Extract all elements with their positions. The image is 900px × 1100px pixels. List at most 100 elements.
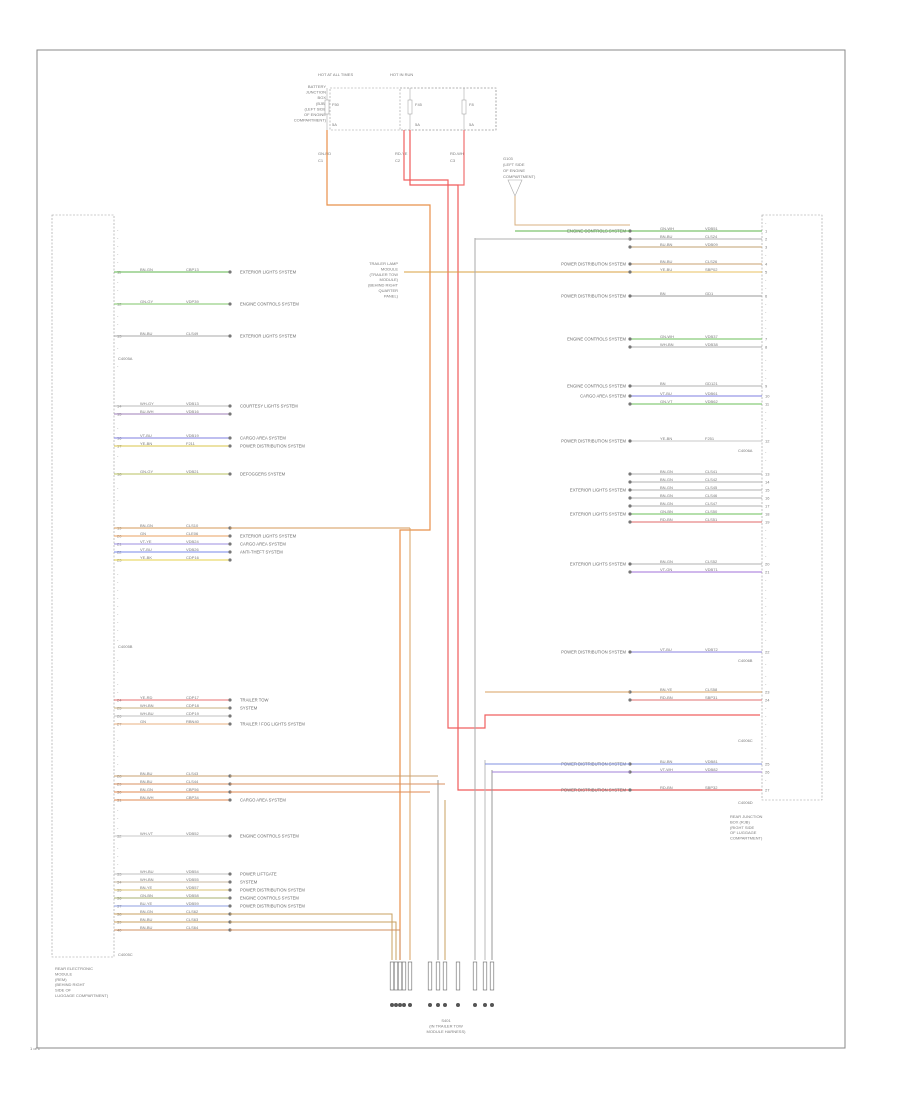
left-circuit-id: VDB19 <box>186 433 199 438</box>
left-module-name: LUGGAGE COMPARTMENT) <box>55 993 109 998</box>
left-connector-id: C4005A <box>118 356 133 361</box>
ground-ref-line2: (LEFT SIDE <box>503 162 525 167</box>
right-empty-pin: - <box>765 638 767 643</box>
right-empty-pin: - <box>765 326 767 331</box>
left-circuit-id: VDB13 <box>186 401 199 406</box>
left-circuit-id: VDB59 <box>186 901 199 906</box>
left-system-label: POWER DISTRIBUTION SYSTEM <box>240 888 305 893</box>
right-wire-color-code: BU-BN <box>660 242 673 247</box>
left-empty-pin: - <box>117 244 119 249</box>
left-wire-color-code: GN <box>140 719 146 724</box>
right-wire-color-code: BN <box>660 381 666 386</box>
connector-terminal-icon <box>628 650 632 654</box>
splice-terminal-icon <box>456 1003 460 1007</box>
left-circuit-id: VDB52 <box>186 831 199 836</box>
connector-terminal-icon <box>228 550 232 554</box>
left-empty-pin: - <box>117 816 119 821</box>
bjb-label: OF ENGINE <box>304 112 326 117</box>
left-system-label: EXTERIOR LIGHTS SYSTEM <box>240 534 297 539</box>
left-system-label: ENGINE CONTROLS SYSTEM <box>240 302 299 307</box>
right-circuit-id: VDB38 <box>705 342 718 347</box>
bottom-splice-text: MODULE HARNESS) <box>427 1029 467 1034</box>
left-empty-pin: - <box>117 364 119 369</box>
left-system-label: SYSTEM <box>240 880 258 885</box>
left-empty-pin: - <box>117 862 119 867</box>
left-empty-pin: - <box>117 252 119 257</box>
connector-terminal-icon <box>628 570 632 574</box>
connector-terminal-icon <box>228 888 232 892</box>
splice-terminal-icon <box>443 1003 447 1007</box>
left-wire-color-code: BU-WH <box>140 409 154 414</box>
left-wire-color-code: BN-GN <box>140 787 153 792</box>
splice-pin-icon <box>472 961 478 991</box>
right-empty-pin: - <box>765 714 767 719</box>
connector-terminal-icon <box>628 562 632 566</box>
left-wire-color-code: WH-VT <box>140 831 154 836</box>
right-circuit-id: CLS51 <box>705 517 718 522</box>
fuse-box-hot-in-run <box>399 87 497 131</box>
left-module-name: REAR ELECTRONIC <box>55 966 93 971</box>
left-system-label: DEFOGGERS SYSTEM <box>240 472 286 477</box>
right-circuit-id: CLS42 <box>705 477 718 482</box>
right-connector-id: C4006D <box>738 800 753 805</box>
right-empty-pin: - <box>765 368 767 373</box>
fuse-number: F8 <box>469 102 474 107</box>
left-system-label: EXTERIOR LIGHTS SYSTEM <box>240 334 297 339</box>
connector-terminal-icon <box>228 436 232 440</box>
right-empty-pin: - <box>765 410 767 415</box>
fuse-rating: 5A <box>415 122 420 127</box>
left-system-label: EXTERIOR LIGHTS SYSTEM <box>240 270 297 275</box>
right-system-label: POWER DISTRIBUTION SYSTEM <box>561 439 626 444</box>
right-empty-pin: - <box>765 286 767 291</box>
right-empty-pin: - <box>765 376 767 381</box>
right-system-label: POWER DISTRIBUTION SYSTEM <box>561 262 626 267</box>
right-wire-color-code: BN-GN <box>660 485 673 490</box>
left-empty-pin: - <box>117 346 119 351</box>
left-circuit-id: VDB57 <box>186 885 199 890</box>
connector-terminal-icon <box>628 384 632 388</box>
left-circuit-id: VDP39 <box>186 299 199 304</box>
right-module-name: COMPARTMENT) <box>730 836 763 841</box>
trailer-lamp-module-text: MODULE) <box>380 277 399 282</box>
right-pin-number: 10 <box>765 394 770 399</box>
left-wire-color-code: VT-YE <box>140 539 152 544</box>
left-wire-color-code: BN-GN <box>140 267 153 272</box>
right-empty-pin: - <box>765 662 767 667</box>
left-wire-color-code: GN-BN <box>140 893 153 898</box>
right-system-label: ENGINE CONTROLS SYSTEM <box>567 384 626 389</box>
left-circuit-id: VDB55 <box>186 877 199 882</box>
right-pin-number: 6 <box>765 294 768 299</box>
right-module-name: (RIGHT SIDE <box>730 825 754 830</box>
left-empty-pin: - <box>117 236 119 241</box>
left-circuit-id: CDP19 <box>186 711 200 716</box>
left-empty-pin: - <box>117 228 119 233</box>
right-empty-pin: - <box>765 554 767 559</box>
right-empty-pin: - <box>765 722 767 727</box>
wire-connector-ref: C1 <box>318 158 324 163</box>
left-wire-color-code: VT-BU <box>140 547 152 552</box>
left-empty-pin: - <box>117 658 119 663</box>
left-circuit-id: CLS63 <box>186 917 199 922</box>
left-system-label: POWER DISTRIBUTION SYSTEM <box>240 444 305 449</box>
right-empty-pin: - <box>765 620 767 625</box>
right-pin-number: 19 <box>765 520 770 525</box>
connector-terminal-icon <box>228 722 232 726</box>
right-pin-number: 16 <box>765 496 770 501</box>
left-wire-color-code: YE-RD <box>140 695 153 700</box>
left-connector-id: C4005B <box>118 644 133 649</box>
connector-terminal-icon <box>228 444 232 448</box>
right-empty-pin: - <box>765 450 767 455</box>
left-wire-color-code: WH-BU <box>140 869 154 874</box>
right-pin-number: 17 <box>765 504 770 509</box>
left-circuit-id: RBN40 <box>186 719 200 724</box>
left-system-label: ANTI-THEFT SYSTEM <box>240 550 283 555</box>
left-empty-pin: - <box>117 322 119 327</box>
right-pin-number: 13 <box>765 472 770 477</box>
left-empty-pin: - <box>117 638 119 643</box>
left-empty-pin: - <box>117 846 119 851</box>
left-module-name: (REM) <box>55 977 67 982</box>
splice-terminal-icon <box>473 1003 477 1007</box>
left-circuit-id: VDB26 <box>186 547 199 552</box>
right-empty-pin: - <box>765 426 767 431</box>
left-circuit-id: CDP17 <box>186 695 200 700</box>
